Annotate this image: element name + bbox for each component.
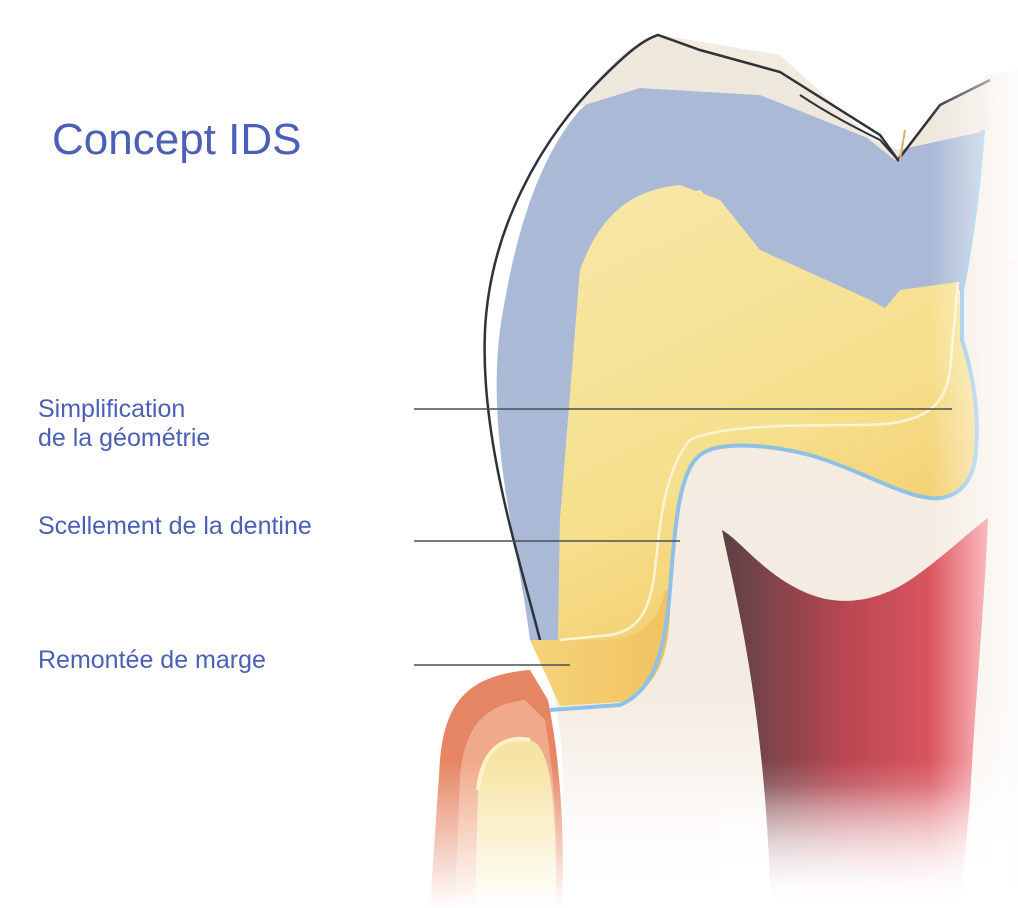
- bottom-fade: [0, 760, 1018, 908]
- right-fade: [930, 60, 1018, 908]
- label-simplification-line2: de la géométrie: [38, 424, 210, 453]
- diagram-title: Concept IDS: [52, 112, 301, 168]
- label-scellement: Scellement de la dentine: [38, 512, 312, 541]
- label-simplification: Simplification de la géométrie: [38, 395, 210, 453]
- label-remontee: Remontée de marge: [38, 646, 266, 675]
- label-simplification-line1: Simplification: [38, 395, 210, 424]
